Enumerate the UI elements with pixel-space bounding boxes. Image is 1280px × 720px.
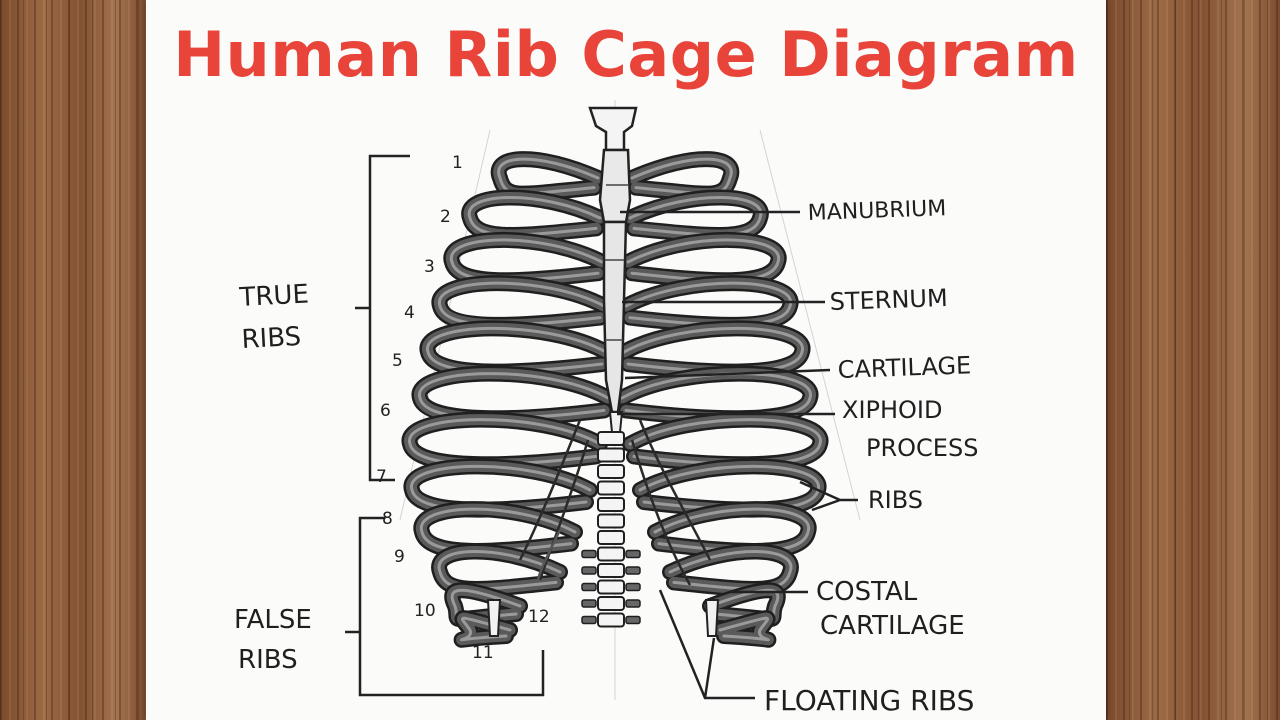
rib-number-9: 9 [394,547,405,567]
wood-background-right [1106,0,1280,720]
label-ribs: RIBS [868,486,923,514]
vertebra-10-process-left [581,582,597,592]
label-xiphoid: XIPHOID [842,396,943,424]
vertebra-9 [597,563,625,578]
vertebra-10-process-right [625,582,641,592]
vertebra-9-process-left [581,566,597,575]
rib-number-12: 12 [528,607,550,627]
vertebra-11-process-left [581,599,597,608]
vertebra-7 [597,530,625,545]
label-costal: COSTAL [816,577,918,607]
ribs-left-group [401,151,616,648]
vertebra-8-process-right [625,549,641,559]
label-manubrium: MANUBRIUM [807,196,946,226]
true-ribs-bracket [355,154,410,482]
vertebra-10 [597,579,625,595]
vertebra-8 [597,546,625,562]
vertebra-12-process-left [581,615,597,625]
label-floating-ribs: FLOATING RIBS [764,684,974,717]
rib-number-7: 7 [376,467,387,487]
label-sternum: STERNUM [829,284,948,316]
vertebra-5 [597,497,625,512]
rib-number-11: 11 [472,643,494,663]
rib-number-6: 6 [380,401,391,421]
label-true-ribs: RIBS [241,322,302,355]
vertebra-1 [597,431,625,446]
rib-number-1: 1 [452,153,463,173]
diagram-title: Human Rib Cage Diagram [173,18,1079,91]
vertebra-2 [597,447,625,463]
rib-number-5: 5 [392,351,403,371]
vertebra-3 [597,464,625,479]
rib-left-10-highlight [437,550,562,591]
label-cartilage: CARTILAGE [837,351,971,384]
label-true: TRUE [238,279,310,313]
vertebra-4 [597,480,625,496]
vertebra-12-process-right [625,615,641,625]
rib-number-4: 4 [404,303,415,323]
floating-rib-tips [486,599,720,637]
label-process: PROCESS [866,434,978,462]
cartilage-leader [624,368,831,380]
rib-number-10: 10 [414,601,436,621]
label-false-ribs: RIBS [238,645,298,675]
false-ribs-bracket [345,516,545,697]
vertebra-9-process-right [625,566,641,575]
sternum-bone [588,106,638,433]
vertebra-12 [597,612,625,628]
ribs-right-group [614,151,829,648]
vertebra-11-process-right [625,599,641,608]
text-labels: MANUBRIUM STERNUM CARTILAGE XIPHOID PROC… [234,196,978,717]
rib-number-2: 2 [440,207,451,227]
rib-right-10-highlight [668,550,793,591]
lower-cartilage-arcs [518,419,712,586]
wood-background-left [0,0,146,720]
label-costal-cartilage: CARTILAGE [820,611,965,641]
ribs-leader [799,480,858,512]
rib-number-3: 3 [424,257,435,277]
leader-lines [617,210,858,700]
spine-column [581,431,641,628]
floating-ribs-leader [658,589,755,700]
vertebra-11 [597,596,625,611]
vertebra-8-process-left [581,549,597,559]
rib-right-12-highlight [718,616,770,642]
vertebra-6 [597,513,625,529]
rib-number-8: 8 [382,509,393,529]
label-false: FALSE [234,605,312,635]
rib-left-12-highlight [460,616,512,642]
